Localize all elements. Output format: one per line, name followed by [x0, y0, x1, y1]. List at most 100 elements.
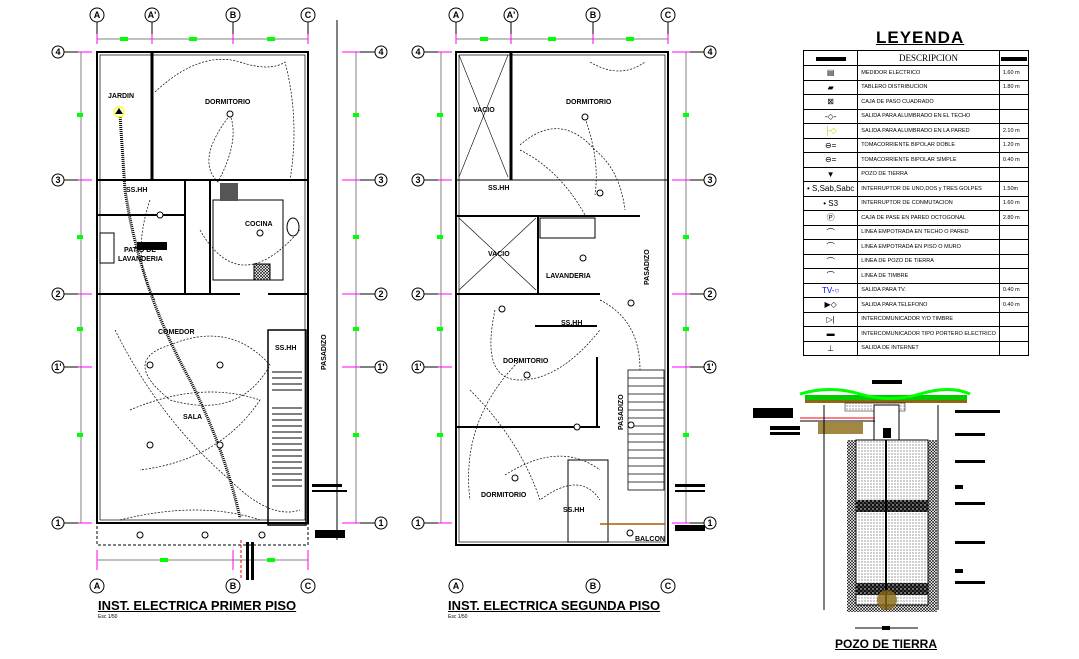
- junction-box-icon: ⊠: [802, 94, 859, 110]
- ceiling-light-icon: [146, 361, 154, 369]
- svg-text:1': 1': [706, 362, 713, 372]
- axis-bubble: 3: [374, 173, 388, 187]
- floor1-row-axes-right: 4 3 2 1' 1: [374, 45, 388, 530]
- single-outlet-icon: ⊖=: [802, 152, 859, 168]
- ceiling-light-icon: [581, 113, 589, 121]
- legend-row: ⊥SALIDA DE INTERNET: [802, 340, 1029, 356]
- distribution-board-icon: ▰: [802, 79, 859, 95]
- room-label: DORMITORIO: [481, 492, 527, 499]
- svg-text:2: 2: [378, 289, 383, 299]
- legend-row: -◇-SALIDA PARA ALUMBRADO EN EL TECHO: [802, 108, 1029, 124]
- axis-bubble: C: [660, 578, 676, 594]
- ceiling-light-icon: [156, 211, 164, 219]
- svg-text:1: 1: [55, 518, 60, 528]
- svg-text:C: C: [305, 10, 312, 20]
- floor2-plan: A A' B C 4 3 2 1' 1: [411, 7, 717, 594]
- svg-text:1': 1': [54, 362, 61, 372]
- legend-height: [998, 311, 1029, 327]
- svg-text:1': 1': [414, 362, 421, 372]
- floor2-wiring: [468, 61, 646, 501]
- legend-height: 1.60 m: [998, 65, 1029, 81]
- legend-height: 2.80 m: [998, 210, 1029, 226]
- ceiling-light-icon: [136, 531, 144, 539]
- floor2-light-fixtures: [498, 113, 635, 537]
- axis-bubble: C: [300, 7, 316, 23]
- svg-text:C: C: [665, 581, 672, 591]
- axis-bubble: 1: [411, 516, 425, 530]
- wall-light-icon: ├◇: [802, 123, 859, 139]
- floor1-light-fixtures: [136, 110, 266, 539]
- room-label: SS.HH: [563, 507, 584, 514]
- ceiling-light-icon: [579, 254, 587, 262]
- legend-height: [998, 326, 1029, 342]
- axis-bubble: 3: [51, 173, 65, 187]
- floor2-column-axes-top: A A' B C: [448, 7, 676, 23]
- room-label: DORMITORIO: [503, 358, 549, 365]
- floor1-wiring: [114, 59, 301, 521]
- legend-height: [998, 253, 1029, 269]
- ceiling-light-icon: [511, 474, 519, 482]
- legend-description: POZO DE TIERRA: [857, 166, 1000, 182]
- floor1-column-axes-bottom: A B C: [89, 578, 316, 594]
- axis-bubble: 2: [411, 287, 425, 301]
- internet-outlet-icon: ⊥: [802, 340, 859, 356]
- axis-bubble: 2: [703, 287, 717, 301]
- floor2-void-2: [458, 217, 537, 291]
- legend-row: ⌒LINEA EMPOTRADA EN PISO O MURO: [802, 239, 1029, 255]
- legend-height-header: [998, 50, 1029, 66]
- svg-text:A': A': [507, 10, 516, 20]
- legend-height: 0.40 m: [998, 282, 1029, 298]
- switch-icon: • S,Sab,Sabc: [802, 181, 859, 197]
- axis-bubble: B: [225, 578, 241, 594]
- floor2-title: INST. ELECTRICA SEGUNDA PISO: [448, 598, 661, 613]
- legend-description-header: DESCRIPCION: [857, 50, 1000, 66]
- legend-height: 1.20 m: [998, 137, 1029, 153]
- room-label: SS.HH: [275, 345, 296, 352]
- legend-description: INTERRUPTOR DE CONMUTACION: [857, 195, 1000, 211]
- axis-bubble: B: [585, 7, 601, 23]
- room-label: COCINA: [245, 221, 273, 228]
- axis-bubble: B: [225, 7, 241, 23]
- axis-bubble: B: [585, 578, 601, 594]
- legend-description: MEDIDOR ELECTRICO: [857, 65, 1000, 81]
- room-label: COMEDOR: [158, 329, 195, 336]
- tv-outlet-icon: TV-○: [802, 282, 859, 298]
- ceiling-light-icon: [627, 421, 635, 429]
- axis-bubble: 4: [703, 45, 717, 59]
- floor1-stairs: [272, 371, 302, 487]
- ceiling-light-icon: [498, 305, 506, 313]
- axis-bubble: C: [660, 7, 676, 23]
- legend-description: SALIDA PARA TELEFONO: [857, 297, 1000, 313]
- svg-text:2: 2: [55, 289, 60, 299]
- octagonal-box-icon: Ⓟ: [802, 210, 859, 226]
- ceiling-light-icon: [573, 423, 581, 431]
- svg-text:A: A: [453, 581, 460, 591]
- axis-bubble: A: [448, 7, 464, 23]
- legend-description: TOMACORRIENTE BIPOLAR SIMPLE: [857, 152, 1000, 168]
- legend-symbol-header: [802, 50, 859, 66]
- ceiling-light-icon: [596, 189, 604, 197]
- svg-text:3: 3: [378, 175, 383, 185]
- room-label: JARDIN: [108, 93, 134, 100]
- legend-row: ⌒LINEA EMPOTRADA EN TECHO O PARED: [802, 224, 1029, 240]
- room-label: DORMITORIO: [205, 99, 251, 106]
- axis-bubble: 4: [51, 45, 65, 59]
- floor1-ground-line: [118, 114, 242, 519]
- legend-height: [998, 340, 1029, 356]
- legend-description: INTERRUPTOR DE UNO,DOS y TRES GOLPES: [857, 181, 1000, 197]
- room-label: PASADIZO: [321, 334, 328, 370]
- svg-text:3: 3: [415, 175, 420, 185]
- svg-text:4: 4: [55, 47, 60, 57]
- legend-height: [998, 268, 1029, 284]
- svg-text:A: A: [94, 10, 101, 20]
- axis-bubble: 1: [374, 516, 388, 530]
- svg-text:4: 4: [378, 47, 383, 57]
- axis-bubble: A: [89, 7, 105, 23]
- room-label: PASADIZO: [644, 249, 651, 285]
